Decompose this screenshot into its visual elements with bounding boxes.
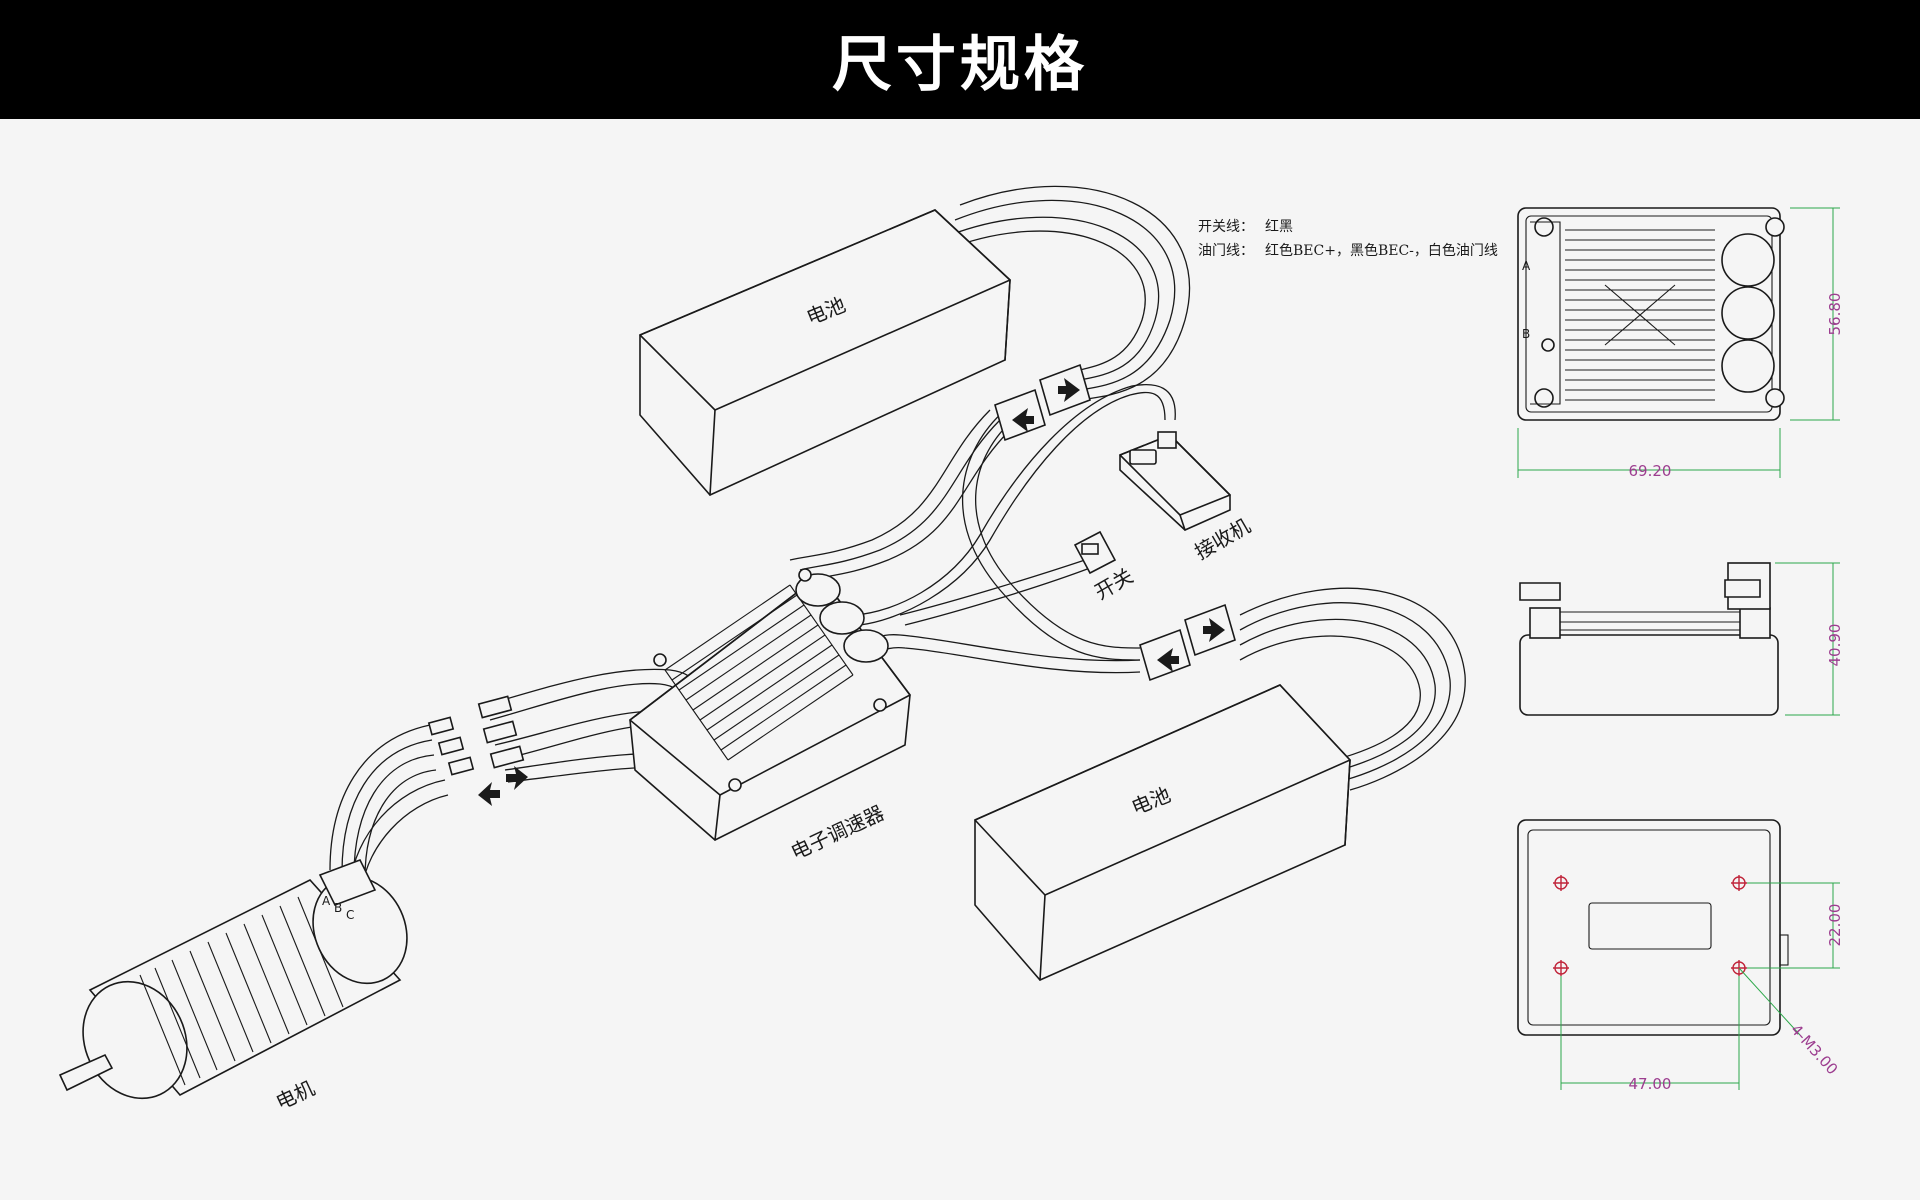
note-throttle-value: 红色BEC+，黑色BEC-，白色油门线 (1265, 242, 1498, 259)
bottom-view-dimensions (1560, 882, 1840, 1090)
dim-hole-horizontal: 47.00 (1629, 1075, 1672, 1093)
top-view-dimensions (1517, 207, 1840, 478)
bottom-view-holes (1553, 875, 1747, 976)
wiring (329, 185, 1466, 889)
dim-top-width: 69.20 (1629, 462, 1672, 480)
motor: A B C (58, 858, 408, 1100)
dim-holes-spec: 4-M3.00 (1787, 1021, 1841, 1079)
top-view-mark-a: A (1522, 259, 1531, 273)
connector-bottom (1139, 603, 1236, 682)
connector-top (994, 363, 1091, 442)
battery-top (639, 209, 1011, 496)
dim-top-height: 56.80 (1826, 293, 1844, 336)
dim-side-height: 40.90 (1826, 624, 1844, 667)
motor-fins (139, 896, 344, 1086)
esc (629, 568, 911, 841)
motor-phase-a: A (322, 894, 331, 908)
note-switch-key: 开关线： (1198, 219, 1254, 235)
esc-bottom-view (1517, 819, 1789, 1036)
motor-phase-b: B (334, 901, 342, 915)
motor-phase-c: C (346, 908, 354, 922)
esc-top-view: A B (1517, 207, 1785, 421)
esc-side-view (1519, 562, 1779, 716)
bullet-connectors (427, 695, 528, 806)
receiver (1119, 431, 1231, 531)
motor-label: 电机 (272, 1076, 318, 1115)
esc-capacitors (795, 573, 889, 663)
switch (1073, 530, 1117, 575)
top-view-fins (1565, 229, 1715, 401)
esc-label: 电子调速器 (787, 801, 888, 865)
dim-hole-vertical: 22.00 (1826, 904, 1844, 947)
note-throttle-key: 油门线： (1198, 243, 1254, 259)
battery-bottom (974, 684, 1351, 981)
wire-notes: 开关线： 红黑 油门线： 红色BEC+，黑色BEC-，白色油门线 (1198, 219, 1498, 259)
note-switch-value: 红黑 (1265, 219, 1293, 235)
top-view-mark-b: B (1522, 327, 1530, 341)
page-title: 尺寸规格 (832, 30, 1088, 100)
side-view-dimensions (1775, 562, 1840, 716)
page-header: 尺寸规格 (0, 0, 1920, 119)
